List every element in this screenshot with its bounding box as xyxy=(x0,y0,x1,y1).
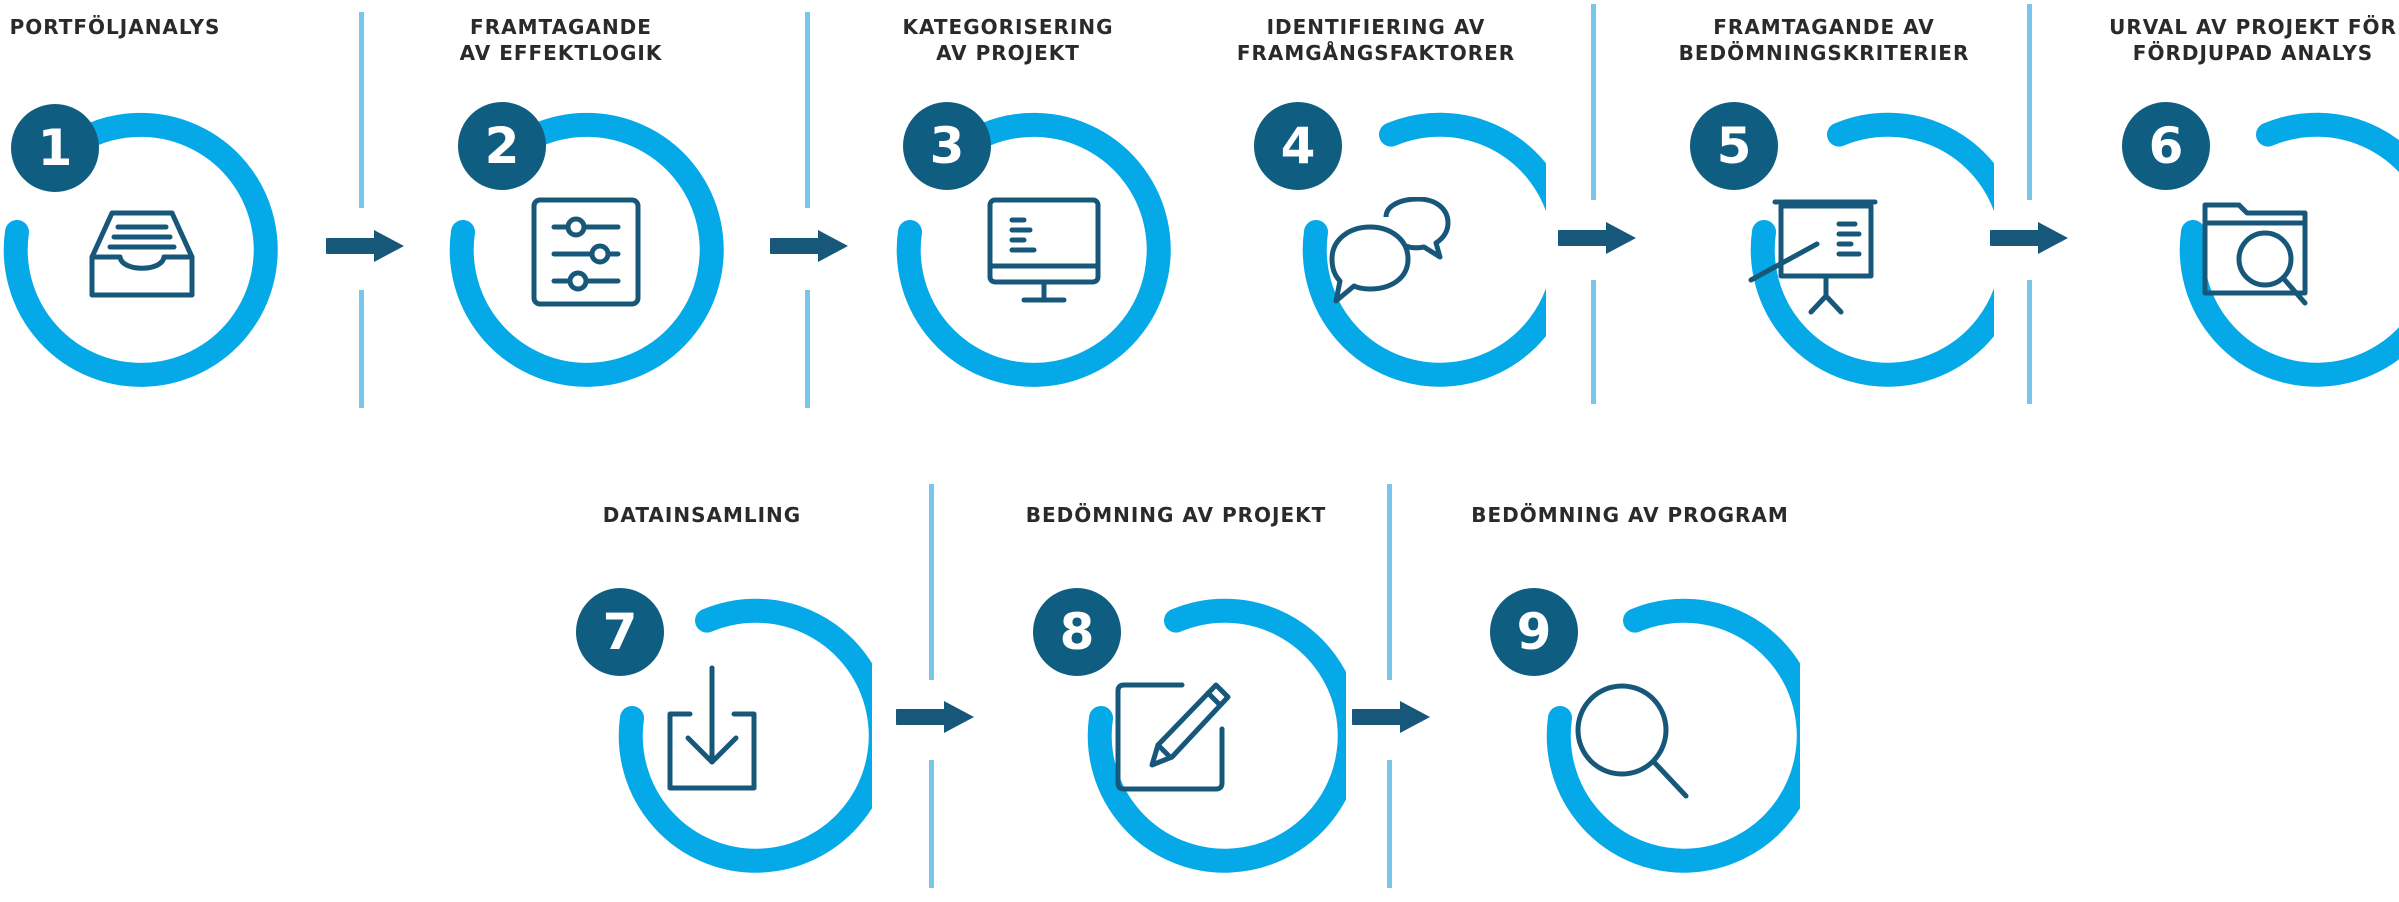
progress-ring xyxy=(1302,112,1546,387)
arrow-right-icon xyxy=(770,230,848,262)
divider xyxy=(1387,760,1392,888)
step-8: BEDÖMNING AV PROJEKT 8 xyxy=(1006,502,1346,902)
progress-ring xyxy=(896,112,1171,387)
progress-ring xyxy=(449,112,724,387)
progress-ring xyxy=(1546,598,1800,873)
step-title: PORTFÖLJANALYS xyxy=(9,15,221,39)
step-9: BEDÖMNING AV PROGRAM 9 xyxy=(1460,502,1800,902)
inbox-tray-icon xyxy=(89,210,195,298)
sliders-icon xyxy=(531,197,641,307)
step-number-badge: 2 xyxy=(458,102,546,190)
step-number-badge: 6 xyxy=(2122,102,2210,190)
step-number-badge: 7 xyxy=(576,588,664,676)
progress-ring xyxy=(1087,598,1346,873)
divider xyxy=(805,290,810,408)
divider xyxy=(359,12,364,208)
divider xyxy=(359,290,364,408)
arrow-right-icon xyxy=(326,230,404,262)
progress-ring xyxy=(3,112,278,387)
presentation-board-icon xyxy=(1748,199,1878,315)
monitor-icon xyxy=(987,197,1101,303)
divider xyxy=(2027,4,2032,200)
arrow-right-icon xyxy=(896,701,974,733)
step-title: DATAINSAMLING xyxy=(602,503,802,527)
arrow-right-icon xyxy=(1558,222,1636,254)
step-number-badge: 5 xyxy=(1690,102,1778,190)
step-number-badge: 4 xyxy=(1254,102,1342,190)
arrow-right-icon xyxy=(1352,701,1430,733)
divider xyxy=(1591,4,1596,200)
step-title: URVAL AV PROJEKT FÖR FÖRDJUPAD ANALYS xyxy=(2109,15,2397,65)
step-number-badge: 8 xyxy=(1033,588,1121,676)
step-title: IDENTIFIERING AV FRAMGÅNGSFAKTORER xyxy=(1236,15,1516,65)
step-number-badge: 1 xyxy=(11,104,99,192)
divider xyxy=(2027,280,2032,404)
divider xyxy=(929,760,934,888)
step-7: DATAINSAMLING 7 xyxy=(532,502,872,902)
step-title: BEDÖMNING AV PROJEKT xyxy=(1025,503,1327,527)
step-number-badge: 9 xyxy=(1490,588,1578,676)
divider xyxy=(805,12,810,208)
divider xyxy=(1387,484,1392,680)
step-5: FRAMTAGANDE AV BEDÖMNINGSKRITERIER 5 xyxy=(1654,14,1994,414)
step-number-badge: 3 xyxy=(903,102,991,190)
step-title: FRAMTAGANDE AV EFFEKTLOGIK xyxy=(459,15,663,65)
step-2: FRAMTAGANDE AV EFFEKTLOGIK 2 xyxy=(391,14,731,414)
folder-search-icon xyxy=(2202,202,2308,306)
step-4: IDENTIFIERING AV FRAMGÅNGSFAKTORER 4 xyxy=(1206,14,1546,414)
step-title: BEDÖMNING AV PROGRAM xyxy=(1471,503,1789,527)
step-1: PORTFÖLJANALYS 1 xyxy=(0,14,285,414)
download-icon xyxy=(667,665,757,791)
chat-bubbles-icon xyxy=(1329,197,1451,304)
arrow-right-icon xyxy=(1990,222,2068,254)
step-6: URVAL AV PROJEKT FÖR FÖRDJUPAD ANALYS 6 xyxy=(2083,14,2399,414)
divider xyxy=(1591,280,1596,404)
step-title: KATEGORISERING AV PROJEKT xyxy=(902,15,1114,65)
magnifier-icon xyxy=(1575,683,1689,799)
edit-pencil-icon xyxy=(1115,682,1231,792)
divider xyxy=(929,484,934,680)
step-title: FRAMTAGANDE AV BEDÖMNINGSKRITERIER xyxy=(1678,15,1970,65)
progress-ring xyxy=(618,598,872,873)
progress-ring xyxy=(1750,112,1994,387)
progress-ring xyxy=(2179,112,2399,387)
step-3: KATEGORISERING AV PROJEKT 3 xyxy=(838,14,1178,414)
